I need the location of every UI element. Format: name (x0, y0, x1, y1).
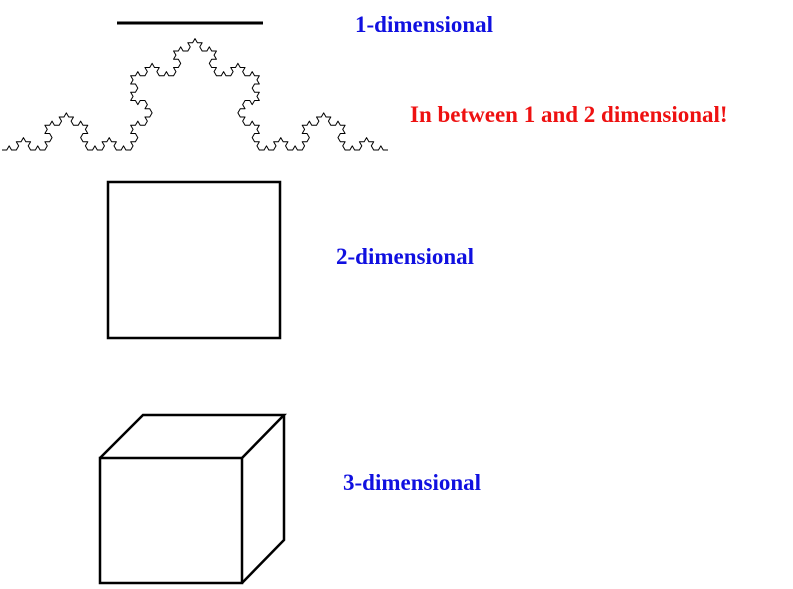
cube-top-face (99, 413, 287, 459)
label-two-dimensional: 2-dimensional (336, 244, 475, 269)
cube-front-face (98, 456, 244, 585)
label-one-dimensional: 1-dimensional (355, 12, 494, 37)
label-fractal: In between 1 and 2 dimensional! (410, 102, 728, 127)
koch-curve (2, 38, 388, 151)
cube-side-face (241, 415, 286, 584)
two-dimensional-square (106, 180, 282, 340)
label-three-dimensional: 3-dimensional (343, 470, 482, 495)
three-dimensional-cube (98, 413, 287, 585)
